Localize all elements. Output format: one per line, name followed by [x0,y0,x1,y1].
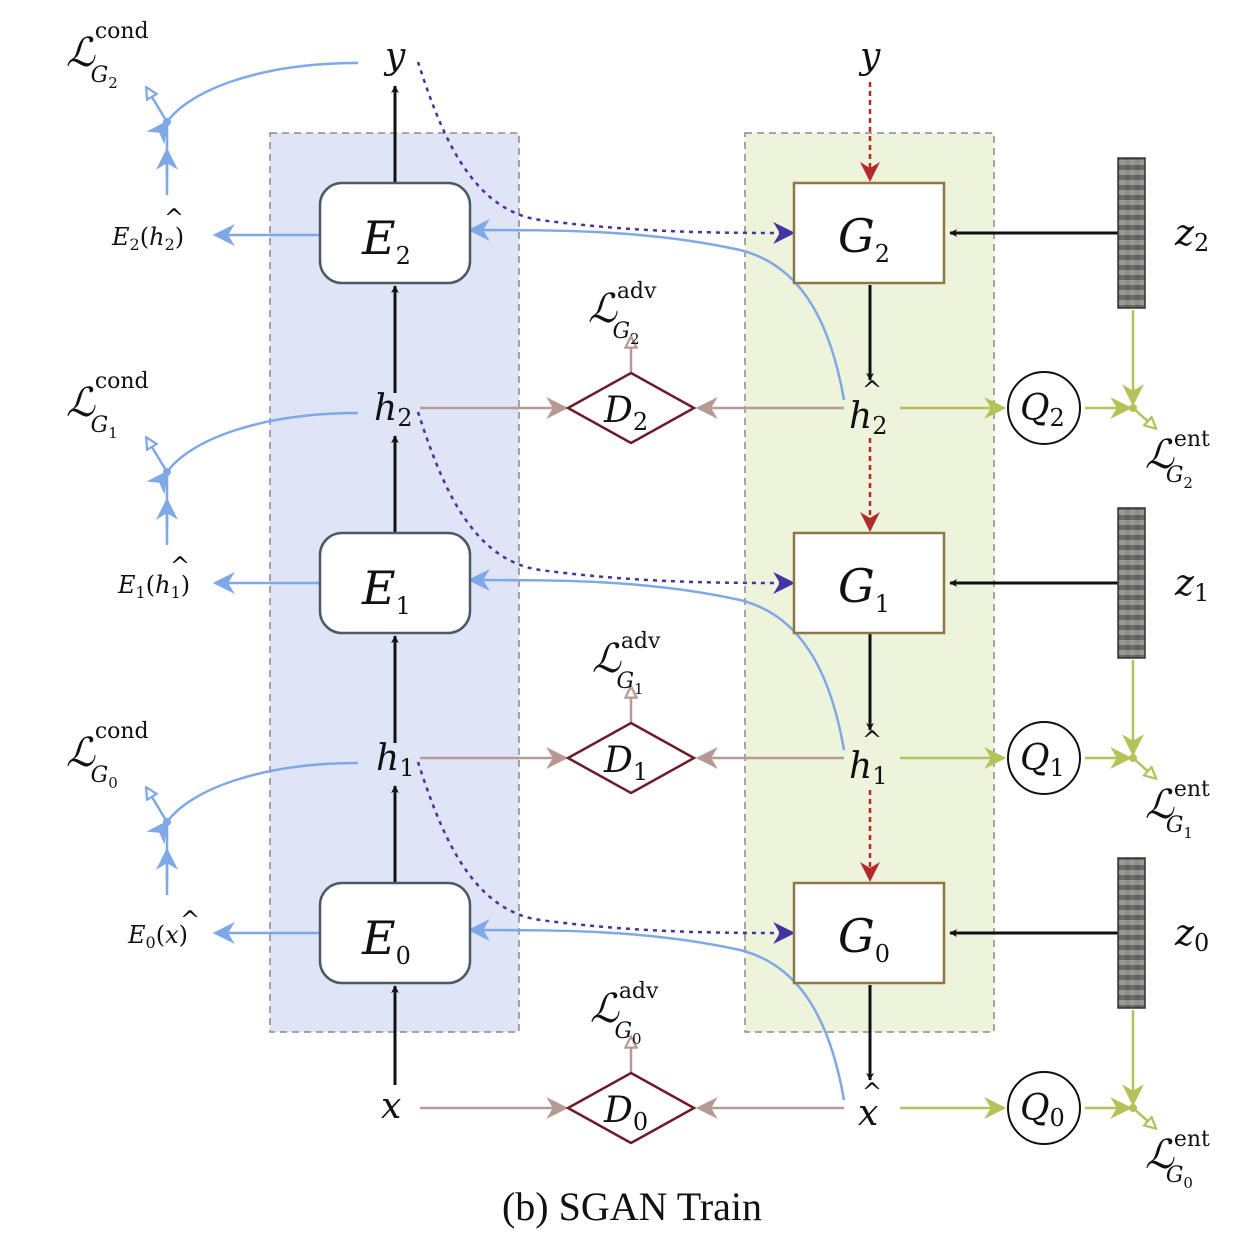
left-y-label: y [383,36,406,77]
encoder-output-1-accent: ^ [170,552,190,580]
q-circles [1007,371,1081,1145]
encoder-output-2-accent: ^ [164,204,184,232]
encoder-output-arrows [212,224,320,944]
noise-vector-z2 [1117,157,1146,309]
q-circle-2 [1007,371,1081,445]
dotted-links [416,61,796,944]
generator-label-0: G0 [838,909,890,968]
discriminator-label-0: D0 [603,1090,648,1136]
encoder-label-2: E2 [361,211,411,270]
blue-feedback-curves [467,219,846,1101]
noise-label-z1: z1 [1174,563,1209,607]
adversarial-links [420,342,844,1119]
h2-hat-accent: ^ [862,376,882,404]
cond-loss-junctions [149,61,359,895]
noise-arrows [949,229,1118,937]
generator-box-1 [792,531,946,635]
cond-junction-dots [163,118,171,826]
h1-hat-accent: ^ [862,726,882,754]
encoder-output-1: E1(h1) [117,571,190,602]
noise-vector-z1 [1117,507,1146,659]
noise-vector-z0 [1117,857,1146,1009]
x-hat-label: x [858,1093,878,1134]
q-label-1: Q1 [1020,738,1065,782]
entropy-junction-dots [1129,404,1137,1112]
noise-vectors [1117,157,1146,1009]
q-circle-1 [1007,721,1081,795]
right-y-label: y [858,36,881,77]
encoder-label-0: E0 [361,911,411,970]
entropy-links [900,310,1152,1125]
figure-caption: (b) SGAN Train [502,1184,762,1229]
discriminator-diamonds [565,371,697,1145]
encoder-output-2: E2(h2) [111,223,184,254]
h2-label: h2 [374,388,412,432]
encoder-boxes [318,181,472,985]
noise-label-z0: z0 [1174,913,1209,957]
discriminator-diamond-0 [565,1071,697,1145]
generator-boxes [792,181,946,985]
encoder-box-2 [318,181,472,285]
node-labels: E2 E1 E0 G2 G1 G0 D2 D1 D0 Q2 Q1 Q0 z2 z… [361,36,1209,1136]
encoder-box-1 [318,531,472,635]
h1-label: h1 [376,738,414,782]
q-label-0: Q0 [1020,1088,1065,1132]
discriminator-label-2: D2 [603,390,648,436]
encoder-output-0: E0(x) [127,921,188,952]
generator-label-2: G2 [838,209,890,268]
encoder-output-0-accent: ^ [180,906,200,934]
encoder-box-0 [318,881,472,985]
x-label: x [381,1086,401,1127]
generator-box-0 [792,881,946,985]
q-circle-0 [1007,1071,1081,1145]
h1-hat-label: h1 [849,746,887,790]
encoder-label-1: E1 [361,561,411,620]
discriminator-diamond-2 [565,371,697,445]
q-label-2: Q2 [1020,388,1065,432]
noise-label-z2: z2 [1174,213,1209,257]
discriminator-diamond-1 [565,721,697,795]
x-hat-accent: ^ [862,1078,882,1106]
discriminator-label-1: D1 [603,740,648,786]
h2-hat-label: h2 [849,396,887,440]
generator-label-1: G1 [838,559,890,618]
generator-box-2 [792,181,946,285]
encoder-output-labels: E2(h2) ^ E1(h1) ^ E0(x) ^ [111,204,200,952]
